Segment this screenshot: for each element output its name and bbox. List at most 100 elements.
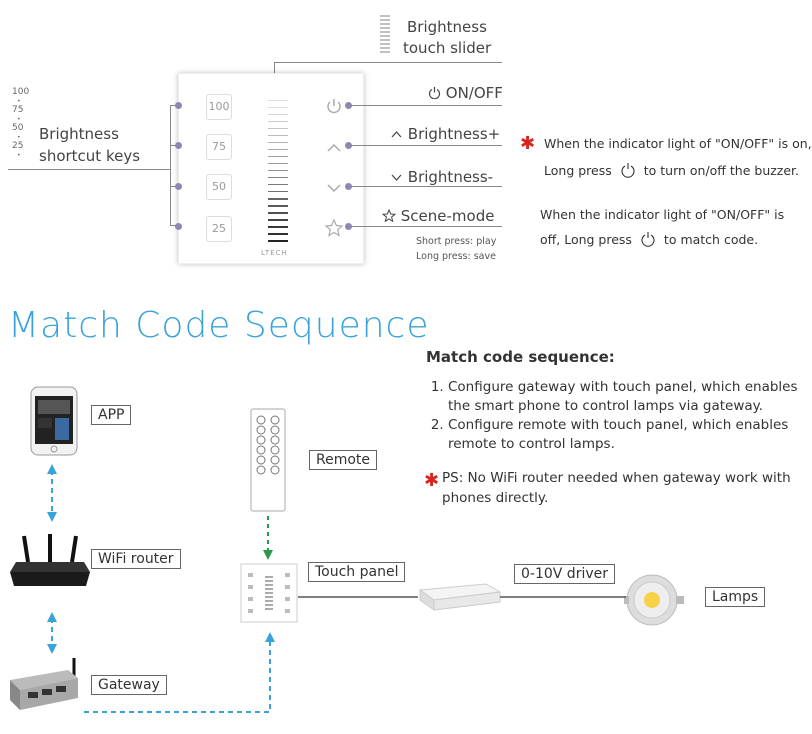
- key-dot: [345, 142, 352, 149]
- note2-line2: off, Long press to match code.: [540, 227, 784, 252]
- sequence-step-1: Configure gateway with touch panel, whic…: [448, 378, 806, 416]
- key-dot: [175, 183, 182, 190]
- link-app-router: [47, 464, 57, 522]
- lamps-label: Lamps: [705, 587, 766, 607]
- slider-bar: [268, 156, 288, 157]
- onoff-leader: [350, 105, 502, 106]
- note1-line1: When the indicator light of "ON/OFF" is …: [544, 136, 812, 151]
- plus-leader: [350, 145, 502, 146]
- slider-bar: [268, 121, 288, 122]
- link-gateway-panel: [84, 632, 275, 713]
- minus-label-row: Brightness-: [390, 168, 493, 186]
- scale-tick: •: [17, 134, 21, 141]
- shortcut-leader: [8, 169, 170, 170]
- slider-bar: [268, 205, 288, 207]
- key-100[interactable]: 100: [206, 94, 232, 120]
- slider-bar: [268, 219, 288, 221]
- power-icon: [621, 163, 635, 178]
- key-75[interactable]: 75: [206, 134, 232, 160]
- slider-bar: [268, 212, 288, 214]
- note-1: When the indicator light of "ON/OFF" is …: [544, 131, 812, 183]
- section-title: Match Code Sequence: [8, 305, 430, 346]
- brightness-minus-key[interactable]: [322, 176, 346, 200]
- slider-bar: [268, 177, 288, 178]
- key-dot: [175, 102, 182, 109]
- brightness-scale: 100 • 75 • 50 • 25 •: [12, 88, 32, 160]
- driver-label: 0-10V driver: [514, 564, 615, 584]
- slider-bar: [268, 128, 288, 129]
- shortcut-bracket: [170, 105, 179, 225]
- note2-line2a: off, Long press: [540, 232, 632, 247]
- gateway-label: Gateway: [91, 675, 167, 695]
- note1-line2b: to turn on/off the buzzer.: [643, 163, 800, 178]
- lamp-image: [624, 572, 684, 628]
- shortcut-label-line2: shortcut keys: [39, 147, 141, 165]
- scale-75: 75: [12, 105, 24, 115]
- short-press-note: Short press: play: [416, 236, 497, 247]
- scene-label: Scene-mode: [400, 207, 495, 225]
- touch-panel-front: 100 75 50 25 LTECH: [175, 73, 364, 264]
- remote-image: [250, 408, 286, 512]
- slider-bar: [268, 114, 288, 115]
- bracket-tick-4: [170, 225, 178, 226]
- bright-plus-label: Brightness+: [407, 125, 501, 143]
- ps-note: PS: No WiFi router needed when gateway w…: [442, 470, 791, 506]
- scale-50: 50: [12, 123, 24, 133]
- slider-bar: [268, 240, 288, 242]
- slider-label-line1: Brightness: [407, 18, 487, 36]
- bracket-tick-3: [170, 186, 178, 187]
- router-label: WiFi router: [91, 549, 181, 569]
- note1-line2a: Long press: [544, 163, 612, 178]
- scale-25: 25: [12, 141, 24, 151]
- touch-panel-label: Touch panel: [308, 562, 406, 582]
- key-50[interactable]: 50: [206, 174, 232, 200]
- note1-line2: Long press to turn on/off the buzzer.: [544, 158, 812, 183]
- gateway-image: [8, 656, 80, 712]
- onoff-label-row: ON/OFF: [428, 84, 503, 102]
- scale-tick: •: [17, 116, 21, 123]
- slider-icon: [380, 14, 390, 54]
- slider-bar: [268, 226, 288, 228]
- slider-bar: [268, 135, 288, 136]
- chevron-down-icon: [391, 174, 402, 181]
- onoff-label: ON/OFF: [445, 84, 503, 102]
- link-router-gateway: [47, 612, 57, 654]
- shortcut-label-line1: Brightness: [39, 125, 119, 143]
- note2-line2b: to match code.: [663, 232, 759, 247]
- scale-tick: •: [17, 98, 21, 105]
- key-25[interactable]: 25: [206, 216, 232, 242]
- touch-slider[interactable]: [179, 74, 363, 263]
- chevron-down-icon: [327, 184, 341, 193]
- power-key[interactable]: [322, 94, 346, 118]
- key-dot: [175, 142, 182, 149]
- remote-label: Remote: [309, 450, 378, 470]
- driver-image: [416, 582, 502, 612]
- slider-leader: [274, 62, 502, 63]
- minus-leader: [350, 186, 502, 187]
- scene-key[interactable]: [322, 216, 346, 240]
- link-remote-panel: [263, 516, 273, 560]
- router-image: [6, 532, 94, 590]
- key-dot: [345, 223, 352, 230]
- key-dot: [175, 223, 182, 230]
- scene-leader: [350, 226, 502, 227]
- bracket-tick-1: [170, 105, 178, 106]
- star-icon: [324, 218, 344, 237]
- sequence-steps: Configure gateway with touch panel, whic…: [428, 378, 806, 454]
- slider-bar: [268, 170, 288, 171]
- long-press-note: Long press: save: [416, 251, 496, 262]
- slider-label-line2: touch slider: [403, 39, 492, 57]
- scale-tick: •: [17, 152, 21, 159]
- note-2: When the indicator light of "ON/OFF" is …: [540, 202, 784, 252]
- ps-asterisk: ✱: [424, 470, 440, 491]
- phone-image: [30, 386, 78, 456]
- note2-line1: When the indicator light of "ON/OFF" is: [540, 207, 785, 222]
- star-icon: [381, 208, 397, 223]
- chevron-up-icon: [327, 143, 341, 152]
- slider-bar: [268, 142, 288, 143]
- touch-panel-image: [240, 563, 298, 623]
- slider-bar: [268, 233, 288, 235]
- brightness-plus-key[interactable]: [322, 136, 346, 160]
- slider-bar: [268, 191, 288, 192]
